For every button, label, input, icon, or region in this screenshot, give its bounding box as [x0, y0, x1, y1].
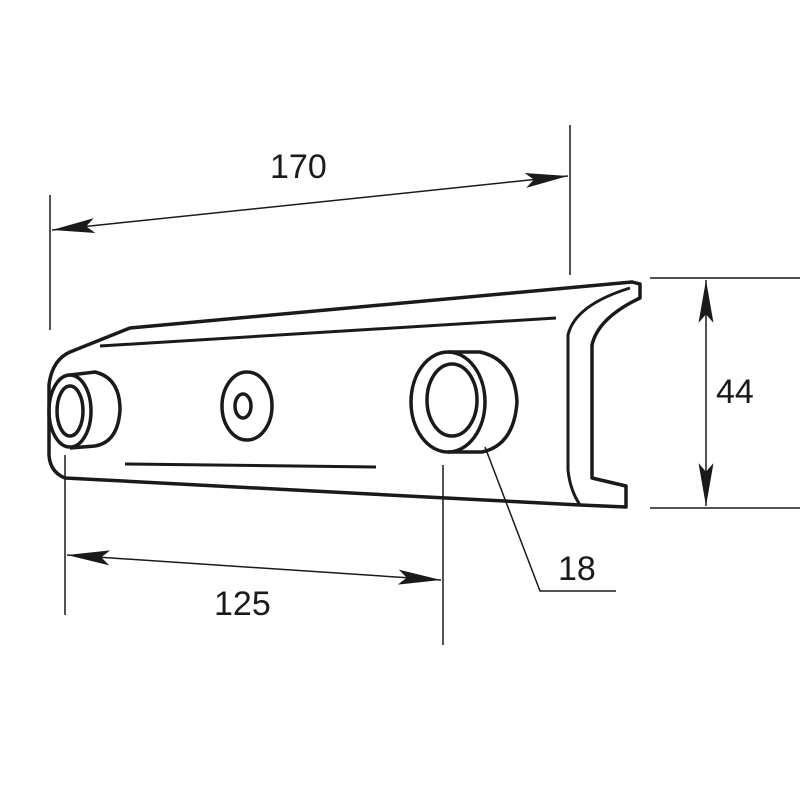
outer-outline: [47, 280, 642, 509]
dimension-170: [49, 125, 571, 330]
dimension-line-170: [51, 173, 569, 233]
dimension-label-125: 125: [214, 585, 271, 623]
dimension-line-125: [66, 550, 442, 585]
dimension-125: [64, 455, 444, 645]
bracket-body: [47, 280, 642, 509]
right-boss: [409, 350, 519, 454]
middle-hole: [220, 370, 274, 442]
dimension-label-170: 170: [270, 148, 327, 186]
leader-18: [484, 446, 616, 592]
dimension-label-18: 18: [558, 550, 596, 588]
dimension-label-44: 44: [716, 373, 754, 411]
dimension-44: [650, 277, 800, 509]
left-boss: [47, 370, 122, 450]
bottom-inner-line: [124, 462, 377, 469]
top-inner-line: [99, 316, 557, 348]
channel-inner-line: [566, 286, 631, 506]
